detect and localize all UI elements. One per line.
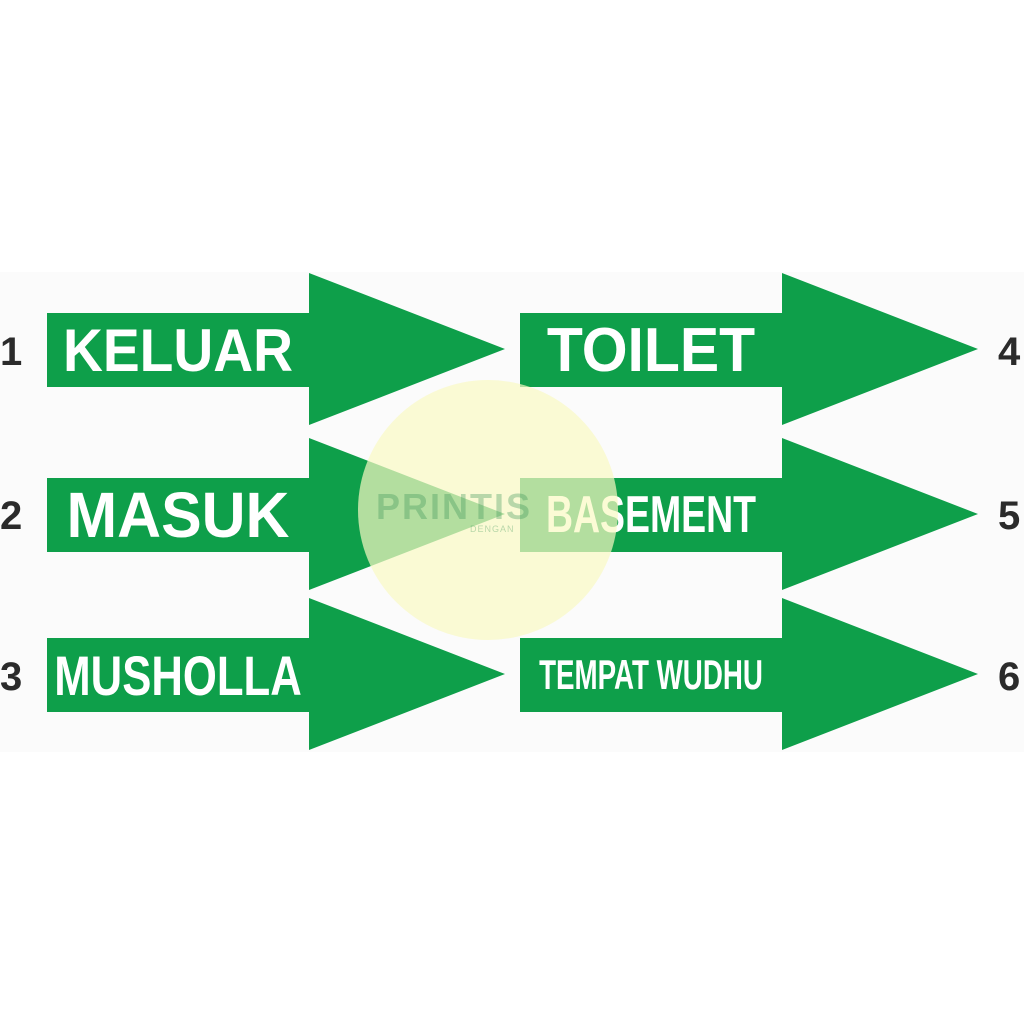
arrow-sign-tempat-wudhu: TEMPAT WUDHU xyxy=(520,598,978,750)
arrow-shape xyxy=(47,598,505,750)
arrow-sign-musholla: MUSHOLLA xyxy=(47,598,505,750)
watermark-circle xyxy=(358,380,618,640)
arrow-sign-keluar: KELUAR xyxy=(47,273,505,425)
sign-number-1: 1 xyxy=(0,330,23,374)
sign-number-4: 4 xyxy=(998,330,1021,374)
arrow-label: MASUK xyxy=(66,479,290,551)
arrow-shape xyxy=(520,438,978,590)
arrow-shape xyxy=(520,598,978,750)
sign-number-2: 2 xyxy=(0,494,23,538)
arrow-label: TEMPAT WUDHU xyxy=(539,651,763,698)
arrow-label: MUSHOLLA xyxy=(54,643,302,707)
arrow-shape xyxy=(520,273,978,425)
arrow-label: TOILET xyxy=(546,315,756,385)
sign-number-3: 3 xyxy=(0,655,23,699)
arrow-sign-toilet: TOILET xyxy=(520,273,978,425)
sign-number-6: 6 xyxy=(998,655,1021,699)
watermark-brand: PRINTIS xyxy=(376,486,533,527)
arrow-shape xyxy=(47,273,505,425)
sign-number-5: 5 xyxy=(998,494,1021,538)
watermark-tagline: DENGAN xyxy=(470,524,515,534)
arrow-label: KELUAR xyxy=(62,316,293,384)
